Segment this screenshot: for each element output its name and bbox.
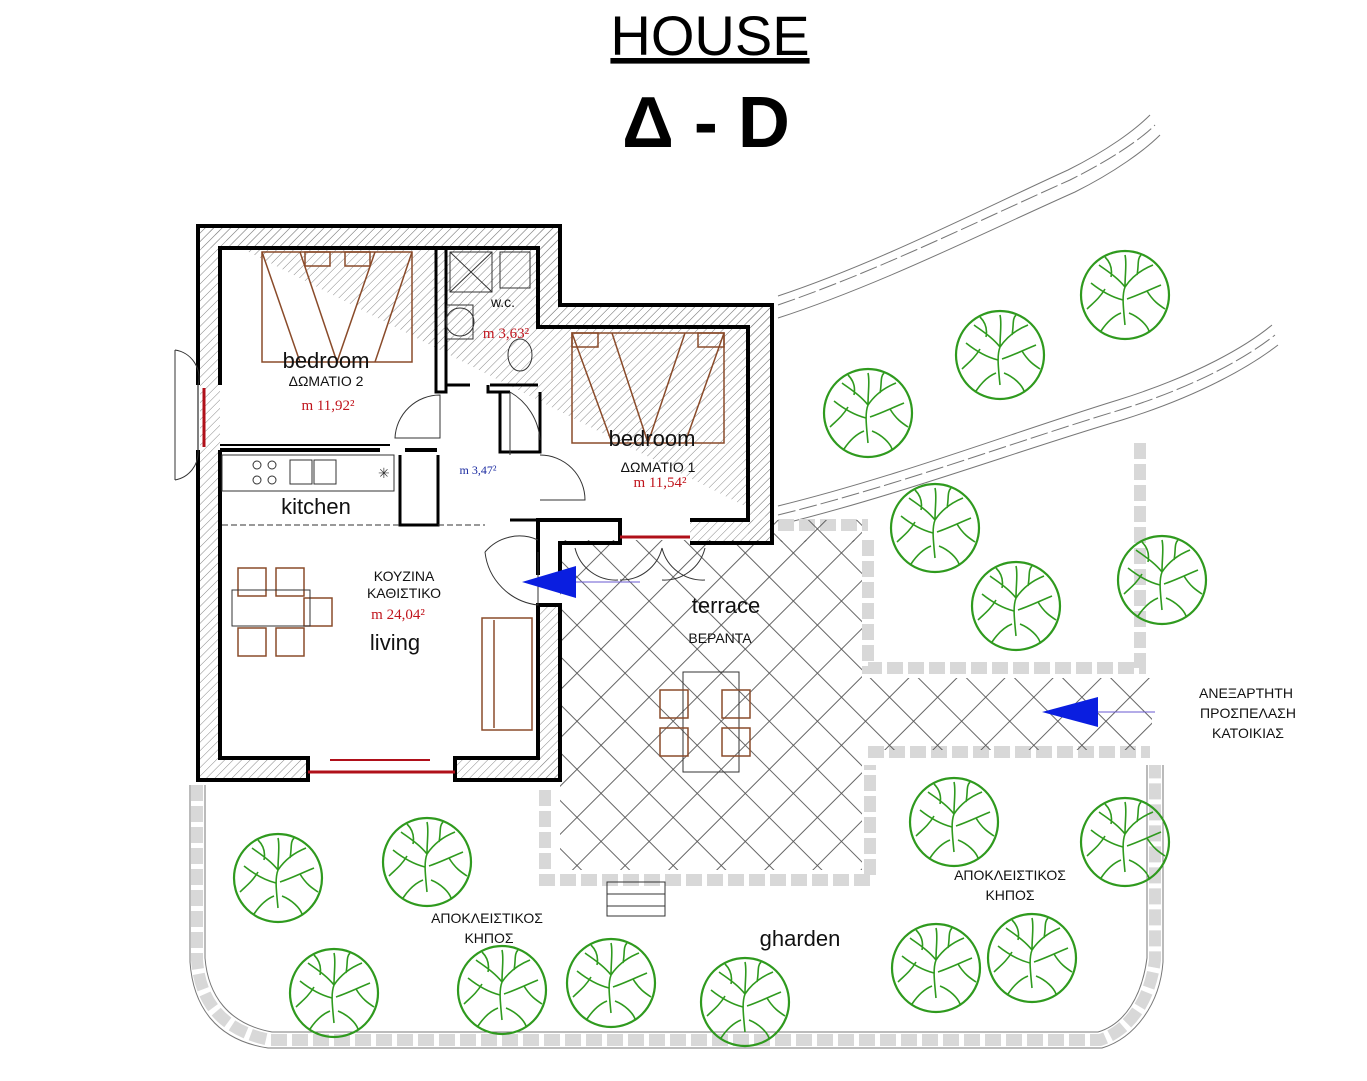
tree-icon [986, 912, 1078, 1004]
tree-icon [1079, 796, 1171, 888]
living-greek-label-1: ΚΟΥΖΙΝΑ [374, 568, 435, 584]
bed-bedroom-1 [571, 332, 725, 446]
asterisk-icon: ✳ [378, 466, 390, 482]
access-label-3: ΚΑΤΟΙΚΙΑΣ [1212, 725, 1284, 741]
terrace-label: terrace [692, 593, 760, 618]
sofa [481, 617, 533, 731]
tree-icon [699, 956, 791, 1048]
bedroom-1-area: m 11,54² [633, 475, 687, 491]
access-arrow-icon [1042, 697, 1155, 727]
title-house-code: Δ - D [622, 83, 790, 163]
terrace-table [659, 671, 751, 773]
wc-fixtures [445, 251, 533, 372]
bedroom-1-label: bedroom [609, 426, 696, 451]
tree-icon [954, 309, 1046, 401]
wc-area: m 3,63² [483, 326, 530, 342]
stone-border-middle [777, 324, 1279, 526]
house-walls [196, 224, 774, 782]
private-garden-right-label-2: ΚΗΠΟΣ [985, 887, 1034, 903]
tree-icon [1079, 249, 1171, 341]
bedroom-1-greek-label: ΔΩΜΑΤΙΟ 1 [621, 459, 696, 475]
wc-label: w.c. [490, 294, 515, 310]
tree-icon [456, 944, 548, 1036]
private-garden-left-label-1: ΑΠΟΚΛΕΙΣΤΙΚΟΣ [431, 910, 543, 926]
windows [202, 388, 706, 774]
private-garden-left-label-2: ΚΗΠΟΣ [464, 930, 513, 946]
tree-icon [889, 482, 981, 574]
tree-icon [381, 816, 473, 908]
garden-label: gharden [760, 926, 841, 951]
tree-icon [970, 560, 1062, 652]
terrace-paving [560, 520, 1152, 870]
bedroom-2-label: bedroom [283, 348, 370, 373]
bedroom-2-area: m 11,92² [301, 398, 355, 414]
terrace-greek-label: ΒΕΡΑΝΤΑ [688, 630, 752, 646]
title-house: HOUSE [610, 4, 809, 67]
kitchen-counter: ✳ [221, 454, 485, 526]
access-label-2: ΠΡΟΣΠΕΛΑΣΗ [1200, 705, 1296, 721]
living-greek-label-2: ΚΑΘΙΣΤΙΚΟ [367, 585, 441, 601]
tree-icon [890, 922, 982, 1014]
tree-icon [232, 832, 324, 924]
tree-icon [908, 776, 1000, 868]
bedroom-2-greek-label: ΔΩΜΑΤΙΟ 2 [289, 373, 364, 389]
access-label-1: ΑΝΕΞΑΡΤΗΤΗ [1199, 685, 1293, 701]
entrance-arrow-icon [522, 566, 640, 598]
tree-icon [565, 937, 657, 1029]
tree-icon [288, 947, 380, 1039]
hall-area: m 3,47² [460, 463, 497, 477]
living-area: m 24,04² [371, 607, 425, 623]
dining-table [231, 567, 333, 657]
stone-border-upper [777, 114, 1161, 319]
kitchen-label: kitchen [281, 494, 351, 519]
living-label: living [370, 630, 420, 655]
bed-bedroom-2 [261, 251, 413, 365]
doors [174, 349, 586, 606]
private-garden-right-label-1: ΑΠΟΚΛΕΙΣΤΙΚΟΣ [954, 867, 1066, 883]
tree-icon [822, 367, 914, 459]
terrace-steps [606, 881, 666, 917]
tree-icon [1116, 534, 1208, 626]
